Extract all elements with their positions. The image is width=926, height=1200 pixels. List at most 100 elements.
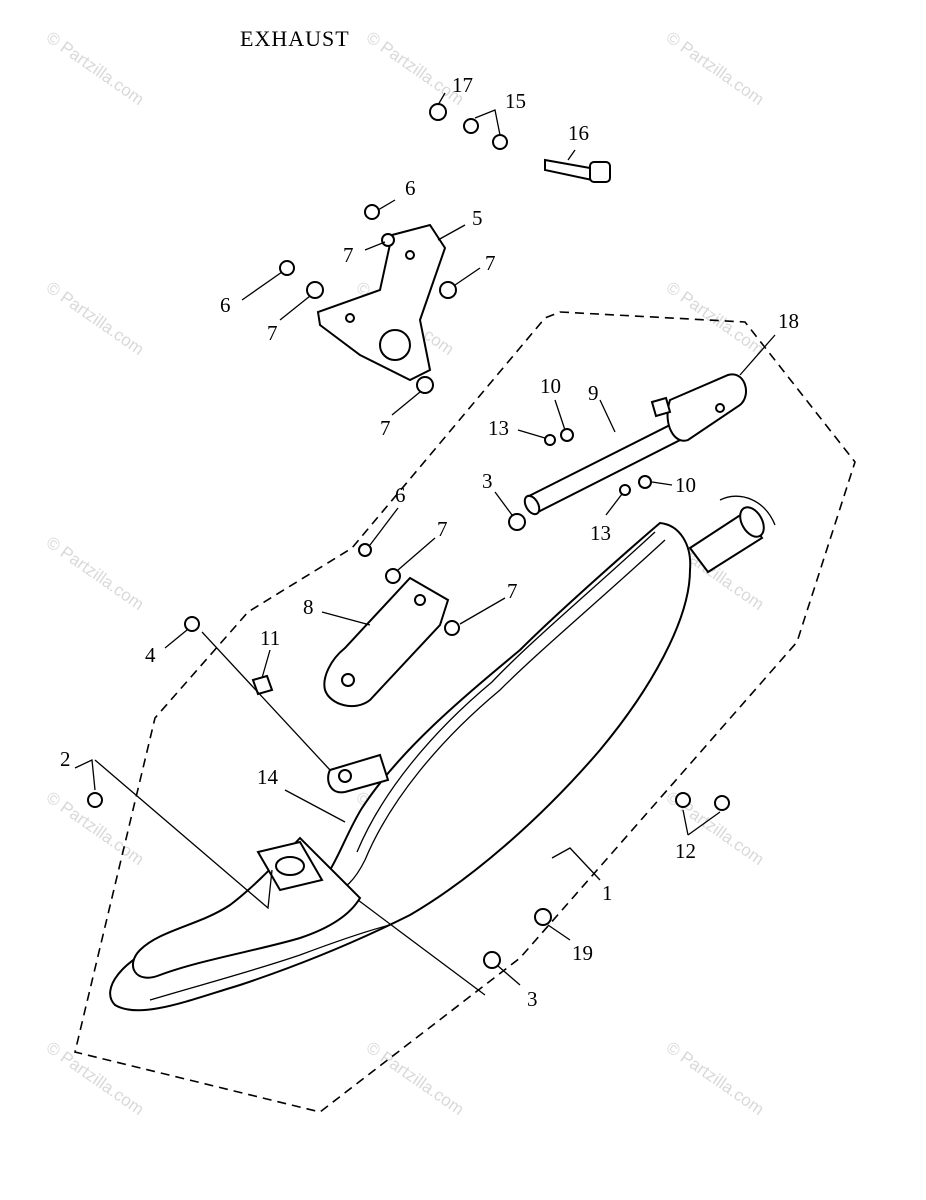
- callout-18: 18: [778, 309, 799, 333]
- leader-3b-to-pipe: [357, 899, 486, 996]
- callout-8: 8: [303, 595, 314, 619]
- leader-6c: [369, 507, 399, 546]
- callout-3a: 3: [482, 469, 493, 493]
- washer-3a: [508, 513, 526, 531]
- hardware: [87, 103, 730, 969]
- washer-13b: [619, 484, 631, 496]
- callout-7b: 7: [267, 321, 278, 345]
- watermark-10: © Partzilla.com: [363, 1038, 468, 1119]
- arrestor-bolt-hole: [715, 403, 725, 413]
- leader-14: [284, 789, 346, 823]
- washer-13a: [544, 434, 556, 446]
- leader-3b: [497, 965, 521, 986]
- watermark-3: © Partzilla.com: [43, 278, 148, 359]
- nut-17: [429, 103, 447, 121]
- leader-8: [321, 611, 371, 626]
- callout-2: 2: [60, 747, 71, 771]
- watermark-4: © Partzilla.com: [663, 278, 768, 359]
- callout-10b: 10: [675, 473, 696, 497]
- heat-shield-plate: [323, 576, 450, 708]
- gasket-19: [534, 908, 552, 926]
- leader-6b: [241, 271, 283, 301]
- leader-19: [547, 924, 571, 941]
- leader-2-to-flange: [94, 759, 273, 910]
- callout-13a: 13: [488, 416, 509, 440]
- muffler-seam: [329, 539, 666, 896]
- washer-7d: [416, 376, 434, 394]
- arrestor-clamp: [650, 396, 672, 418]
- bolt-16-head: [589, 161, 611, 183]
- washer-7b: [306, 281, 324, 299]
- bracket-hole-large: [379, 329, 411, 361]
- muffler-mount-tab: [327, 753, 390, 794]
- leader-4-to-tab: [201, 631, 331, 771]
- bolt-6a: [364, 204, 380, 220]
- washer-15a: [463, 118, 479, 134]
- leader-7a: [364, 241, 386, 251]
- bolt-6c: [358, 543, 372, 557]
- leader-7b: [279, 295, 311, 321]
- callout-5: 5: [472, 206, 483, 230]
- callout-7e: 7: [437, 517, 448, 541]
- outlet-opening: [739, 506, 765, 538]
- header-pipe-inner: [149, 924, 391, 1001]
- leader-17: [437, 92, 446, 106]
- leader-1: [551, 847, 601, 881]
- callout-6c: 6: [395, 483, 406, 507]
- callout-6a: 6: [405, 176, 416, 200]
- tail-pipe-assembly: [523, 373, 747, 516]
- callout-14: 14: [257, 765, 279, 789]
- watermark-11: © Partzilla.com: [663, 1038, 768, 1119]
- leader-13a: [517, 429, 546, 439]
- leader-11: [261, 649, 271, 679]
- bolt-12b: [714, 795, 730, 811]
- shield-hole-1: [414, 594, 426, 606]
- muffler-assembly: [109, 495, 776, 1012]
- watermark-5: © Partzilla.com: [43, 533, 148, 614]
- bolt-12a: [675, 792, 691, 808]
- washer-7c: [439, 281, 457, 299]
- nut-10a: [560, 428, 574, 442]
- leader-15: [474, 109, 501, 136]
- nut-11: [251, 674, 274, 696]
- callout-17: 17: [452, 73, 473, 97]
- bracket-hole-1: [405, 250, 415, 260]
- leader-10a: [554, 399, 566, 431]
- nut-10b: [638, 475, 652, 489]
- leader-9: [599, 399, 616, 433]
- leader-16: [567, 149, 576, 161]
- leader-7d: [391, 391, 421, 416]
- washer-7a: [381, 233, 395, 247]
- muffler-body: [109, 521, 692, 1012]
- watermark-2: © Partzilla.com: [663, 28, 768, 109]
- callout-13b: 13: [590, 521, 611, 545]
- leader-2: [74, 759, 96, 791]
- shield-hole-2: [341, 673, 355, 687]
- heat-shield-8: [323, 576, 450, 708]
- watermark-9: © Partzilla.com: [43, 1038, 148, 1119]
- callout-7c: 7: [485, 251, 496, 275]
- leader-3a: [494, 491, 513, 516]
- mount-tab-hole: [338, 769, 352, 783]
- bolt-6b: [279, 260, 295, 276]
- callout-7f: 7: [507, 579, 518, 603]
- callout-15: 15: [505, 89, 526, 113]
- spark-arrestor-18: [666, 373, 747, 442]
- callout-11: 11: [260, 626, 280, 650]
- callout-7d: 7: [380, 416, 391, 440]
- callout-16: 16: [568, 121, 589, 145]
- callout-9: 9: [588, 381, 599, 405]
- leader-10b: [651, 481, 673, 486]
- bolt-2: [87, 792, 103, 808]
- callout-6b: 6: [220, 293, 231, 317]
- leader-7e: [397, 537, 436, 571]
- tail-pipe-end: [523, 494, 541, 516]
- washer-3b: [483, 951, 501, 969]
- callout-10a: 10: [540, 374, 561, 398]
- bracket-hole-2: [345, 313, 355, 323]
- leader-12: [682, 809, 721, 836]
- bolt-16: [544, 158, 594, 182]
- callout-19: 19: [572, 941, 593, 965]
